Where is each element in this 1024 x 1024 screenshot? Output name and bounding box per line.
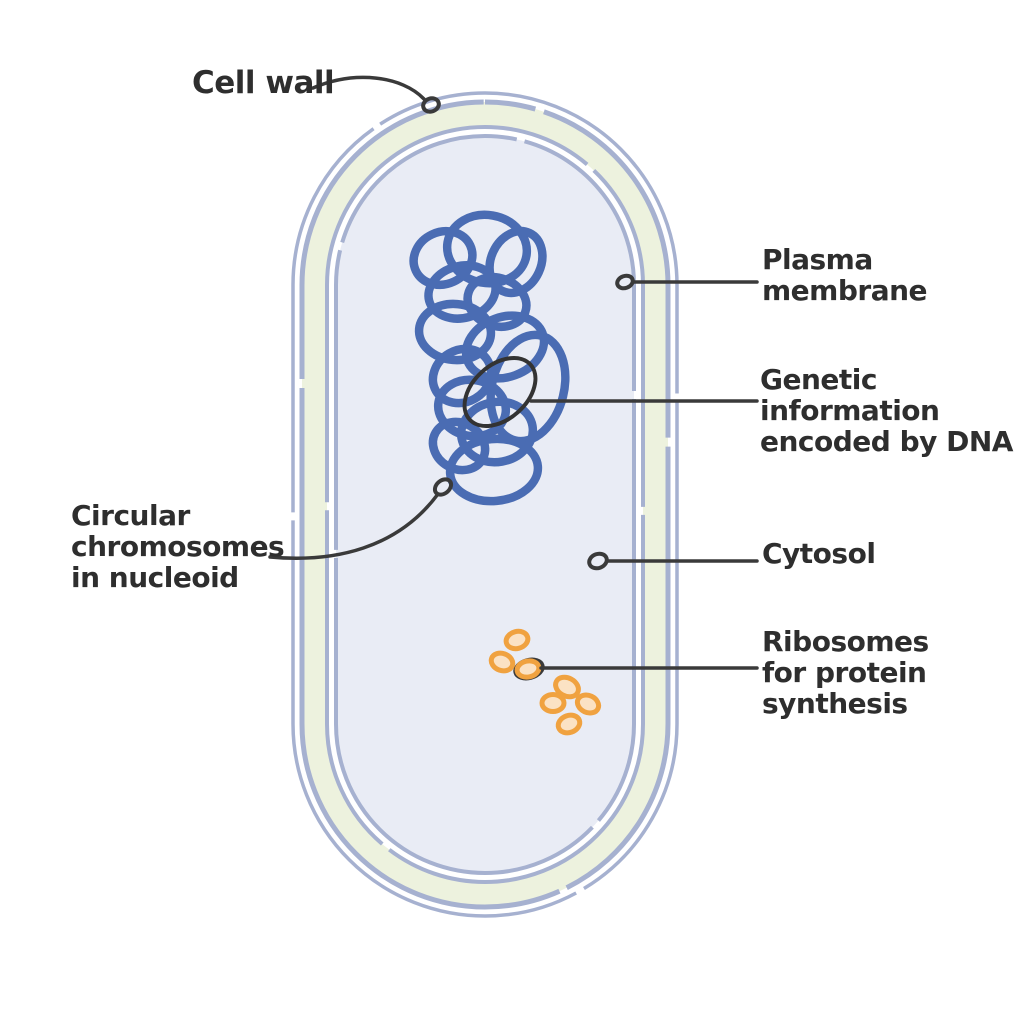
- outer-cell-wall-line: [291, 91, 679, 918]
- dna-loop: [433, 375, 511, 441]
- ribosome: [555, 712, 583, 736]
- genetic-information-circle: [462, 356, 538, 428]
- plasma-membrane-marker: [615, 273, 635, 291]
- dna-tangle: [409, 210, 570, 506]
- plasma-membrane-label: Plasma membrane: [762, 243, 928, 307]
- cytosol-marker: [587, 551, 609, 571]
- circular-chromosomes-marker: [432, 477, 454, 497]
- ribosome: [553, 674, 581, 700]
- dna-loop: [456, 397, 538, 467]
- ribosomes-cluster: [488, 628, 602, 736]
- ribosome: [574, 692, 602, 716]
- circular-chromosomes-label: Circular chromosomes in nucleoid: [71, 499, 285, 594]
- dna-loop: [414, 299, 496, 365]
- ribosome: [488, 650, 516, 674]
- dna-loop: [485, 226, 547, 298]
- leader-lines: [268, 75, 759, 670]
- cell-wall-marker: [421, 96, 441, 114]
- dna-loop: [424, 261, 500, 323]
- cytosol-label: Cytosol: [762, 537, 876, 570]
- ribosome: [539, 692, 567, 714]
- cell-wall-leader: [311, 75, 426, 101]
- dna-loop: [428, 344, 496, 408]
- cell-wall-label: Cell wall: [192, 65, 335, 101]
- ribosomes-label: Ribosomes for protein synthesis: [762, 625, 929, 720]
- ribosome: [514, 658, 542, 680]
- dna-loop: [445, 434, 543, 506]
- dna-loop: [409, 226, 477, 290]
- genetic-information-label: Genetic information encoded by DNA: [760, 363, 1013, 458]
- circular-chromosomes-leader: [268, 492, 440, 560]
- ribosome: [503, 628, 531, 652]
